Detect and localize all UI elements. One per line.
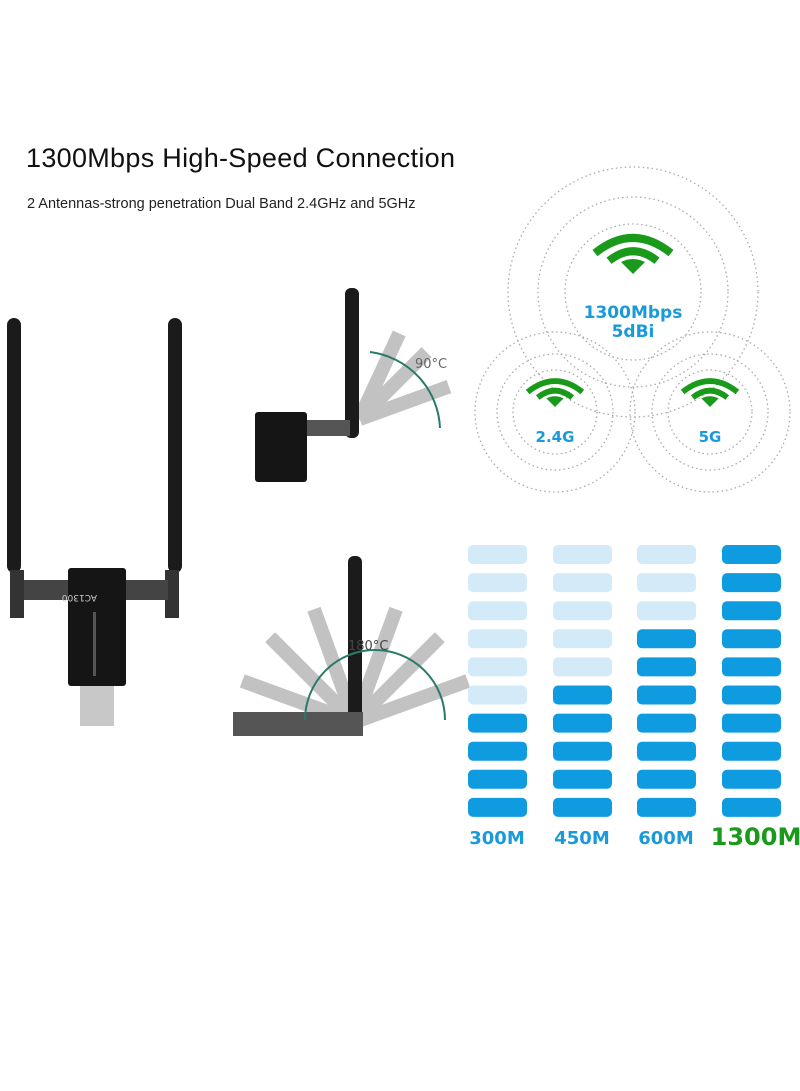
rotation-90-label: 90°C: [415, 357, 447, 372]
speed-bar-inactive: [553, 545, 612, 564]
wifi-icon: [680, 378, 740, 408]
speed-bar-active: [553, 797, 612, 817]
left-antenna: [7, 318, 70, 618]
speed-bar-inactive: [553, 601, 612, 621]
speed-bar-active: [722, 601, 781, 621]
rotation-90-illustration: [255, 288, 452, 482]
speed-bar-active: [722, 573, 781, 593]
speed-bar-inactive: [637, 573, 696, 593]
speed-bar-active: [722, 545, 781, 564]
speed-bar-inactive: [553, 573, 612, 593]
speed-bar-active: [637, 769, 696, 789]
speed-bar-inactive: [553, 657, 612, 677]
speed-bar-inactive: [637, 545, 696, 564]
speed-bar-active: [637, 629, 696, 649]
speed-bar-active: [553, 713, 612, 733]
wifi-main-gain: 5dBi: [611, 322, 655, 342]
speed-bar-active: [722, 629, 781, 649]
signal-circles: [474, 166, 791, 493]
wifi-main-speed: 1300Mbps: [583, 303, 683, 323]
speed-bar-inactive: [468, 685, 527, 705]
band-5g-label: 5G: [698, 428, 722, 446]
band-2-4g-label: 2.4G: [535, 428, 575, 446]
speed-bar-inactive: [468, 629, 527, 649]
speed-bar-active: [722, 713, 781, 733]
speed-bar-active: [637, 685, 696, 705]
speed-bar-active: [553, 685, 612, 705]
speed-bar-active: [722, 797, 781, 817]
speed-bar-active: [722, 741, 781, 761]
speed-bar-active: [468, 769, 527, 789]
speed-bar-active: [553, 769, 612, 789]
right-antenna: [124, 318, 182, 618]
speed-label-600m: 600M: [638, 828, 694, 849]
speed-bar-active: [553, 741, 612, 761]
speed-label-300m: 300M: [469, 828, 525, 849]
speed-bar-active: [722, 657, 781, 677]
adapter-body: [68, 568, 126, 686]
page-title: 1300Mbps High-Speed Connection: [26, 143, 456, 173]
speed-bar-active: [637, 713, 696, 733]
speed-bar-inactive: [553, 629, 612, 649]
speed-bar-inactive: [468, 573, 527, 593]
wifi-icon: [525, 378, 585, 408]
wifi-icon: [592, 233, 674, 274]
speed-bar-active: [468, 713, 527, 733]
speed-bar-inactive: [637, 601, 696, 621]
speed-bar-active: [468, 797, 527, 817]
speed-bar-inactive: [468, 601, 527, 621]
adapter-label: AC1300: [62, 592, 97, 602]
speed-bar-inactive: [468, 545, 527, 564]
page-subtitle: 2 Antennas-strong penetration Dual Band …: [27, 196, 416, 212]
speed-bar-active: [637, 657, 696, 677]
speed-bar-active: [722, 685, 781, 705]
speed-bar-active: [468, 741, 527, 761]
speed-bar-inactive: [468, 657, 527, 677]
rotation-180-illustration: [233, 556, 471, 736]
speed-bar-active: [722, 769, 781, 789]
usb-connector: [80, 686, 114, 726]
speed-label-1300m: 1300M: [710, 823, 800, 851]
speed-bar-active: [637, 797, 696, 817]
speed-label-450m: 450M: [554, 828, 610, 849]
speed-bar-active: [637, 741, 696, 761]
rotation-180-label: 180°C: [348, 639, 388, 654]
